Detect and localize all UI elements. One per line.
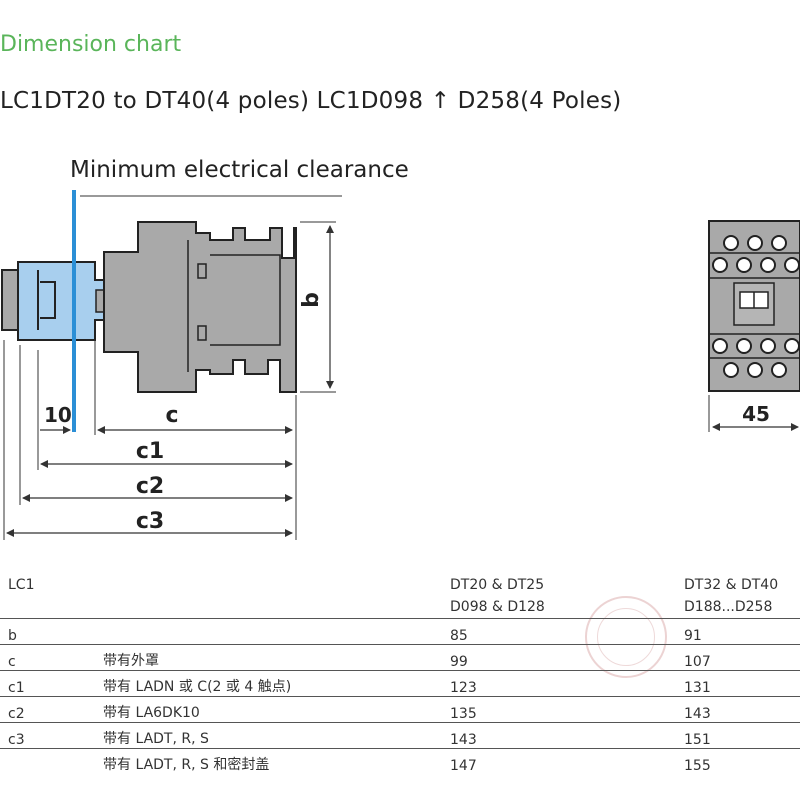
dimension-width: 45 — [708, 395, 799, 432]
page-title: Dimension chart — [0, 32, 182, 57]
dim-10-label: 10 — [44, 403, 72, 427]
row-value-a: 135 — [438, 696, 672, 723]
page-subtitle: LC1DT20 to DT40(4 poles) LC1D098 ↑ D258(… — [0, 88, 622, 114]
dimension-c1: c1 — [40, 439, 293, 468]
dim-c-label: c — [165, 403, 178, 428]
row-value-a: 147 — [438, 748, 672, 774]
dimension-c2: c2 — [22, 474, 293, 502]
row-value-b: 143 — [672, 696, 800, 723]
dim-width-label: 45 — [742, 402, 770, 426]
table-row: c1 带有 LADN 或 C(2 或 4 触点) 123 131 — [0, 670, 800, 697]
front-view-contactor — [708, 220, 800, 392]
dim-c3-label: c3 — [136, 509, 164, 534]
row-value-a: 123 — [438, 670, 672, 697]
row-dim — [0, 748, 103, 774]
dim-b-label: b — [299, 292, 324, 308]
table-header-row-2: D098 & D128 D188...D258 — [0, 596, 800, 619]
row-dim: c — [0, 644, 103, 671]
table-header-label: LC1 — [8, 577, 35, 593]
row-value-a: 99 — [438, 644, 672, 671]
row-desc — [103, 618, 438, 645]
table-row: c2 带有 LA6DK10 135 143 — [0, 696, 800, 723]
row-desc: 带有 LA6DK10 — [103, 696, 438, 723]
dimension-b: b — [299, 221, 336, 393]
row-value-a: 85 — [438, 618, 672, 645]
row-value-b: 155 — [672, 748, 800, 774]
row-dim: c1 — [0, 670, 103, 697]
table-header-col-a1: DT20 & DT25 — [450, 577, 545, 593]
dimension-drawing: Minimum electrical clearance b 10 c c1 — [1, 157, 800, 540]
row-desc: 带有 LADT, R, S — [103, 722, 438, 749]
table-header-col-b1: DT32 & DT40 — [684, 577, 779, 593]
dim-c1-label: c1 — [136, 439, 164, 464]
table-row: b 85 91 — [0, 618, 800, 645]
row-value-b: 107 — [672, 644, 800, 671]
table-header-row: LC1 DT20 & DT25 DT32 & DT40 — [0, 574, 800, 596]
row-desc: 带有外罩 — [103, 644, 438, 671]
row-value-b: 131 — [672, 670, 800, 697]
table-header-col-b2: D188...D258 — [684, 599, 773, 615]
table-header-col-a2: D098 & D128 — [450, 599, 545, 615]
clearance-label: Minimum electrical clearance — [70, 157, 409, 183]
row-value-b: 91 — [672, 618, 800, 645]
row-dim: b — [0, 618, 103, 645]
row-value-b: 151 — [672, 722, 800, 749]
dimension-c3: c3 — [6, 509, 293, 537]
row-desc: 带有 LADT, R, S 和密封盖 — [103, 748, 438, 774]
table-row: 带有 LADT, R, S 和密封盖 147 155 — [0, 748, 800, 774]
row-desc: 带有 LADN 或 C(2 或 4 触点) — [103, 670, 438, 697]
side-view-contactor — [1, 221, 297, 393]
table-row: c 带有外罩 99 107 — [0, 644, 800, 671]
row-dim: c2 — [0, 696, 103, 723]
row-dim: c3 — [0, 722, 103, 749]
row-value-a: 143 — [438, 722, 672, 749]
dimension-c: 10 c — [40, 403, 293, 434]
table-row: c3 带有 LADT, R, S 143 151 — [0, 722, 800, 749]
dim-c2-label: c2 — [136, 474, 164, 499]
dimension-table: LC1 DT20 & DT25 DT32 & DT40 D098 & D128 … — [0, 574, 800, 774]
